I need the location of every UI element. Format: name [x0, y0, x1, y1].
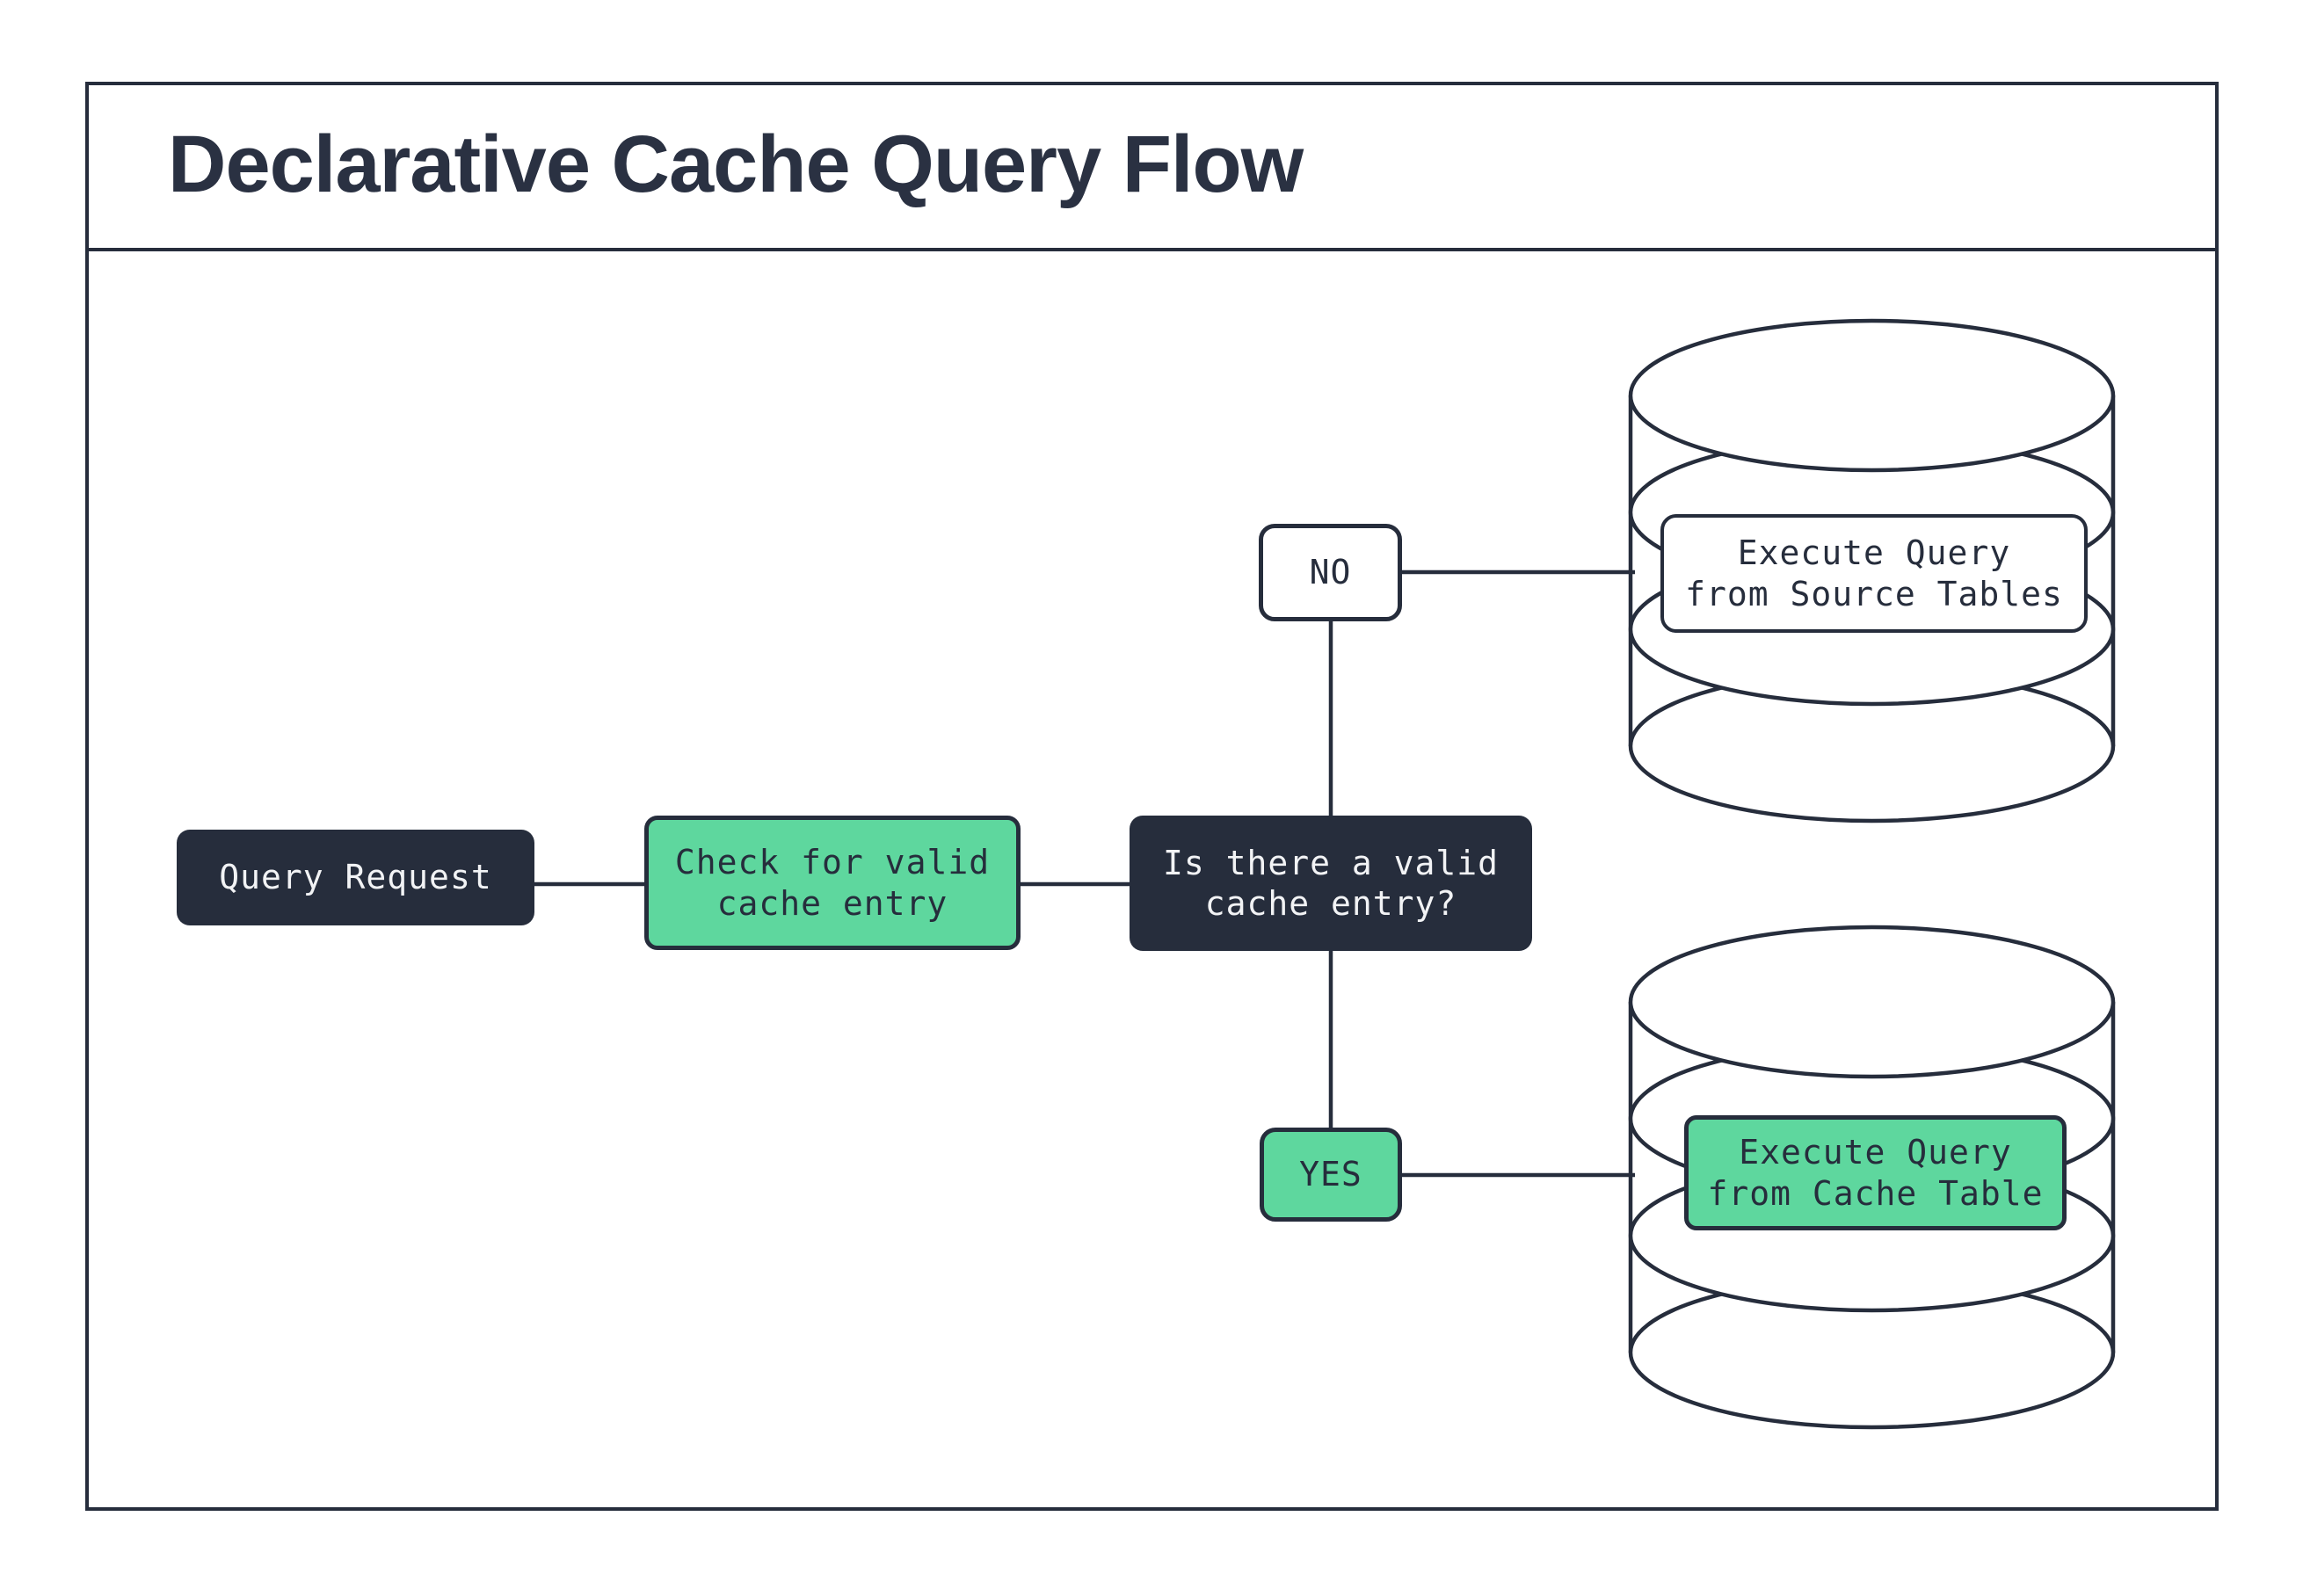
diagram-frame	[85, 82, 2219, 1511]
node-no-branch: NO	[1259, 524, 1402, 621]
node-yes-branch: YES	[1260, 1128, 1402, 1222]
node-check-cache: Check for valid cache entry	[644, 816, 1021, 950]
page-title: Declarative Cache Query Flow	[168, 120, 1304, 209]
node-execute-cache: Execute Query from Cache Table	[1684, 1115, 2067, 1230]
node-execute-source: Execute Query from Source Tables	[1660, 514, 2088, 633]
node-query-request: Query Request	[177, 830, 534, 925]
diagram-header: Declarative Cache Query Flow	[85, 82, 2219, 251]
node-cache-question: Is there a valid cache entry?	[1130, 816, 1532, 951]
